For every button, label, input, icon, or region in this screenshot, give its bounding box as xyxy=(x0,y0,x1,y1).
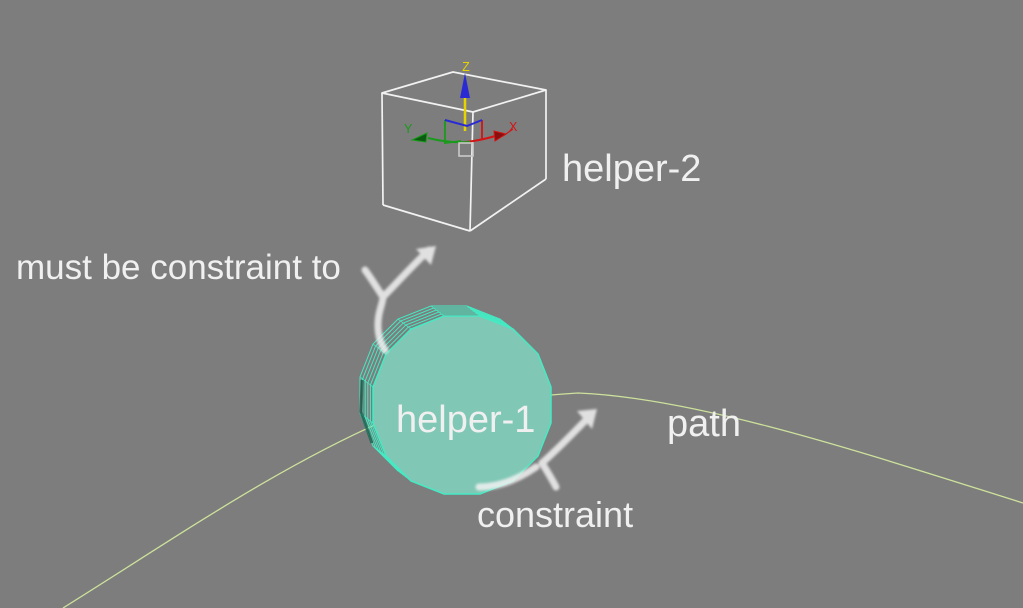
cube-edge xyxy=(469,178,547,232)
transform-gizmo[interactable]: Z X Y xyxy=(404,60,518,157)
x-axis-handle[interactable]: X xyxy=(457,120,518,144)
y-axis-handle[interactable]: Y xyxy=(404,120,471,145)
disc-face[interactable] xyxy=(372,315,552,495)
z-axis-arrowhead xyxy=(460,73,470,98)
arrow-helper1-to-path xyxy=(475,409,597,491)
arrowhead xyxy=(416,246,436,265)
arrow-helper1-to-helper2 xyxy=(361,246,436,354)
helper2-label: helper-2 xyxy=(562,148,702,190)
z-axis-label: Z xyxy=(462,60,470,74)
path-label: path xyxy=(667,403,741,445)
x-axis-label: X xyxy=(509,120,518,134)
gizmo-center-square[interactable] xyxy=(458,142,474,157)
disc-rim-shadow xyxy=(359,379,374,444)
y-axis-arrowhead xyxy=(410,132,428,143)
y-axis-label: Y xyxy=(404,122,413,136)
cube-edge xyxy=(382,204,471,232)
disc-rim-spokes xyxy=(359,305,514,457)
x-axis-arrowhead xyxy=(493,130,508,142)
annotation-must-be-constraint-to: must be constraint to xyxy=(16,248,341,287)
annotation-constraint: constraint xyxy=(477,494,634,535)
helper2-cube[interactable] xyxy=(381,71,547,232)
xy-plane-handle[interactable] xyxy=(444,119,483,128)
cube-edge xyxy=(469,111,474,232)
annotation-arrows xyxy=(361,246,597,491)
helper1-label: helper-1 xyxy=(396,399,536,441)
cube-edge xyxy=(381,92,384,206)
arrowhead xyxy=(577,409,597,429)
